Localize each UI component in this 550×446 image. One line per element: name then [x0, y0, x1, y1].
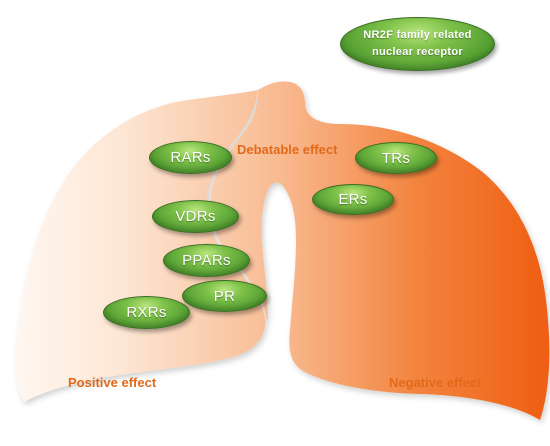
- negative-effect-label: Negative effect: [389, 375, 482, 390]
- receptor-label: RXRs: [126, 304, 167, 321]
- receptor-pill-trs: TRs: [355, 142, 437, 174]
- receptor-label: TRs: [381, 149, 411, 167]
- receptor-label: ERs: [338, 191, 368, 208]
- lungs-shape: [16, 81, 550, 421]
- legend-pill-nr2f: NR2F family related nuclear receptor: [340, 17, 495, 71]
- receptor-pill-rars: RARs: [149, 141, 232, 174]
- receptor-label: PR: [213, 287, 236, 305]
- receptor-pill-ers: ERs: [312, 184, 394, 215]
- receptor-pill-pr: PR: [182, 280, 267, 312]
- legend-pill-label: NR2F family related nuclear receptor: [363, 29, 472, 58]
- receptor-label: PPARs: [182, 252, 231, 269]
- receptor-label: VDRs: [175, 208, 216, 225]
- receptor-pill-rxrs: RXRs: [103, 296, 190, 329]
- positive-effect-label: Positive effect: [68, 375, 157, 390]
- receptor-label: RARs: [170, 149, 211, 166]
- receptor-pill-ppars: PPARs: [163, 244, 250, 277]
- receptor-pill-vdrs: VDRs: [152, 200, 239, 233]
- debatable-effect-label: Debatable effect: [237, 142, 338, 157]
